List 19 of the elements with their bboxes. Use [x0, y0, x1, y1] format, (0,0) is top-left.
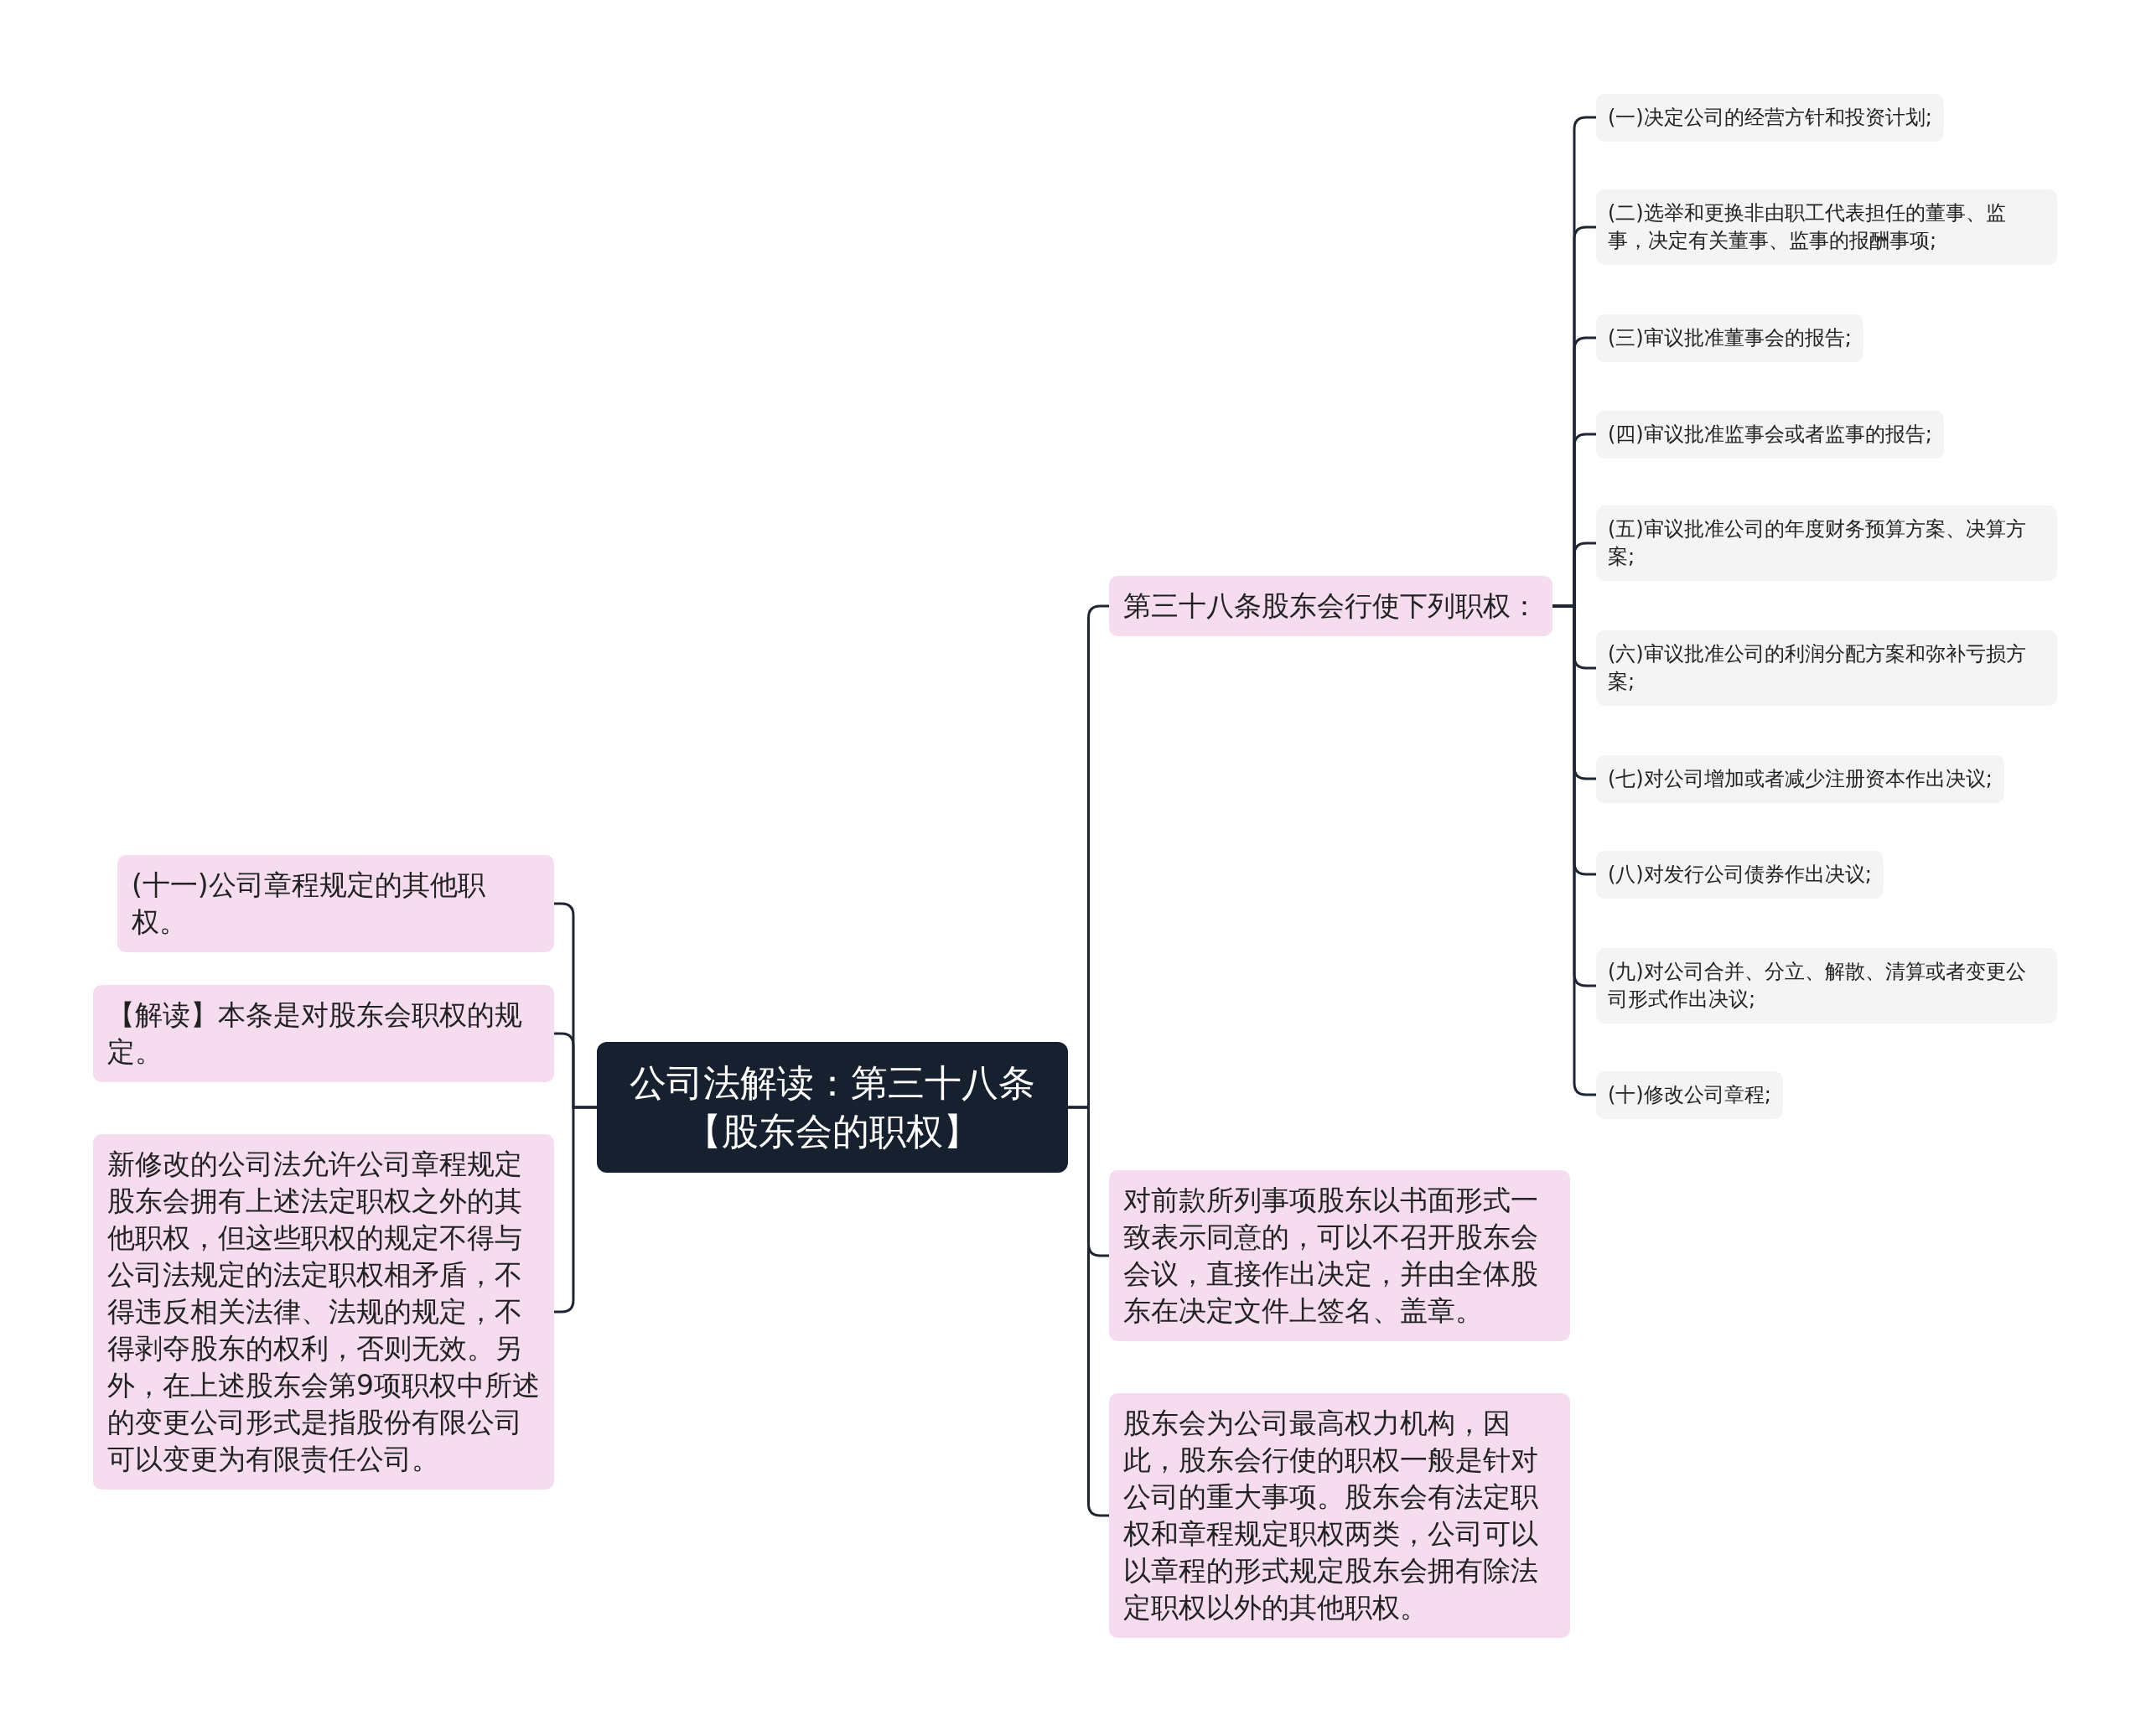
topic-box: 股东会为公司最高权力机构，因此，股东会行使的职权一般是针对公司的重大事项。股东会有法定职权和章程规定职权两类，公司可以以章程的形式规定股东会拥有除法定职权以外的其他职权。 [1109, 1393, 1570, 1638]
item-box: (六)审议批准公司的利润分配方案和弥补亏损方案; [1596, 630, 2057, 706]
connector-line [1068, 1106, 1109, 1517]
topic-box: (十一)公司章程规定的其他职权。 [117, 855, 554, 952]
item-box: (十)修改公司章程; [1596, 1070, 1783, 1119]
item-box: (八)对发行公司债券作出决议; [1596, 850, 1884, 899]
topic-box: 第三十八条股东会行使下列职权： [1109, 576, 1552, 636]
topic-box: 新修改的公司法允许公司章程规定股东会拥有上述法定职权之外的其他职权，但这些职权的规定不得与公司法规定的法定职权相矛盾，不得违反相关法律、法规的规定，不得剥夺股东的权利，否则无效。另外，在上述股东会第9项职权中所述的变更公司形式是指股份有限公司可以变更为有限责任公司。 [93, 1134, 554, 1490]
topic-box: 【解读】本条是对股东会职权的规定。 [93, 985, 554, 1082]
item-box: (三)审议批准董事会的报告; [1596, 314, 1863, 362]
topic-box: 对前款所列事项股东以书面形式一致表示同意的，可以不召开股东会会议，直接作出决定，并由全体股东在决定文件上签名、盖章。 [1109, 1170, 1570, 1341]
connector-line [554, 1106, 597, 1314]
item-box: (五)审议批准公司的年度财务预算方案、决算方案; [1596, 505, 2057, 581]
item-box: (四)审议批准监事会或者监事的报告; [1596, 410, 1944, 459]
root-box: 公司法解读：第三十八条【股东会的职权】 [597, 1042, 1068, 1173]
item-box: (七)对公司增加或者减少注册资本作出决议; [1596, 754, 2004, 803]
item-box: (二)选举和更换非由职工代表担任的董事、监事，决定有关董事、监事的报酬事项; [1596, 189, 2057, 265]
item-box: (九)对公司合并、分立、解散、清算或者变更公司形式作出决议; [1596, 948, 2057, 1023]
item-box: (一)决定公司的经营方针和投资计划; [1596, 93, 1944, 142]
